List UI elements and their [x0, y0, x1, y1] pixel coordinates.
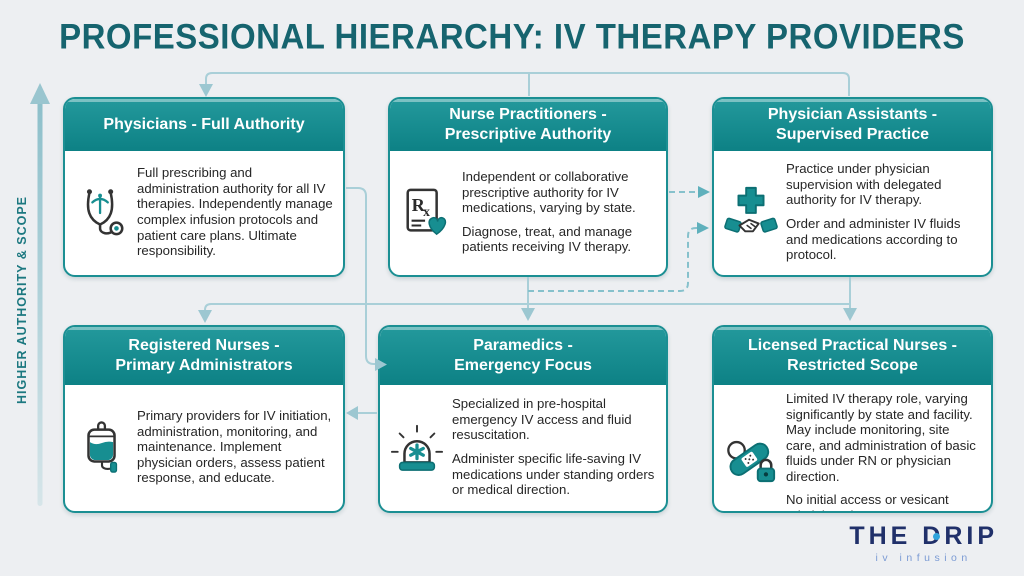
card-header-registered-nurses: Registered Nurses - Primary Administrato…	[65, 327, 343, 385]
card-title: Physician Assistants - Supervised Practi…	[767, 106, 938, 143]
dashed-arrowhead-into-pa-upper	[698, 186, 710, 198]
authority-axis-arrow-shaft	[37, 97, 43, 506]
paragraph: Primary providers for IV initiation, adm…	[137, 408, 332, 486]
brand-logo: THE DRIP iv infusion	[849, 524, 998, 565]
card-description: Limited IV therapy role, varying signifi…	[786, 391, 981, 511]
card-description: Primary providers for IV initiation, adm…	[137, 408, 333, 486]
paragraph: Diagnose, treat, and manage patients rec…	[462, 223, 633, 255]
card-description: Independent or collaborative prescriptiv…	[462, 169, 656, 255]
arrowhead-into-rn-right	[346, 406, 358, 420]
card-description: Full prescribing and administration auth…	[137, 165, 333, 258]
provider-card-physicians: Physicians - Full Authority Full prescri…	[63, 97, 345, 277]
stethoscope-caduceus-icon	[71, 185, 133, 239]
card-header-physicians: Physicians - Full Authority	[65, 99, 343, 151]
paragraph: Administer specific life-saving IV medic…	[452, 451, 655, 498]
paragraph: Full prescribing and administration auth…	[137, 165, 333, 259]
svg-text:x: x	[423, 204, 430, 219]
iv-bag-icon	[71, 420, 133, 474]
card-body: Specialized in pre-hospital emergency IV…	[380, 385, 666, 511]
paragraph: No initial access or vesicant administra…	[786, 492, 949, 511]
card-header-nurse-practitioners: Nurse Practitioners - Prescriptive Autho…	[390, 99, 666, 151]
emergency-siren-icon	[386, 420, 448, 474]
card-title: Licensed Practical Nurses - Restricted S…	[748, 337, 957, 374]
connector-physicians-to-paramedics	[346, 187, 376, 365]
infographic-title: PROFESSIONAL HIERARCHY: IV THERAPY PROVI…	[59, 16, 965, 57]
authority-axis-arrow-head	[30, 83, 50, 104]
drip-dot-icon	[932, 532, 940, 540]
card-body: R x Independent or collaborative prescri…	[390, 151, 666, 275]
card-title: Nurse Practitioners - Prescriptive Autho…	[444, 106, 612, 143]
brand-tagline: iv infusion	[875, 552, 972, 564]
provider-card-physician-assistants: Physician Assistants - Supervised Practi…	[712, 97, 993, 277]
axis-label: HIGHER AUTHORITY & SCOPE	[15, 195, 29, 405]
connector-row2-bracket	[204, 303, 850, 312]
card-header-lpn: Licensed Practical Nurses - Restricted S…	[714, 327, 991, 385]
paragraph: Order and administer IV fluids and medic…	[786, 216, 961, 263]
paragraph: Specialized in pre-hospital emergency IV…	[452, 396, 632, 443]
card-body: Limited IV therapy role, varying signifi…	[714, 385, 991, 511]
dashed-arrowhead-into-pa-lower	[697, 222, 709, 234]
provider-card-registered-nurses: Registered Nurses - Primary Administrato…	[63, 325, 345, 513]
paragraph: Practice under physician supervision wit…	[786, 161, 942, 208]
card-header-physician-assistants: Physician Assistants - Supervised Practi…	[714, 99, 991, 151]
paragraph: Independent or collaborative prescriptiv…	[462, 169, 636, 216]
card-body: Full prescribing and administration auth…	[65, 151, 343, 275]
brand-name: THE DRIP	[849, 522, 998, 550]
arrowhead-into-physicians	[199, 84, 213, 97]
paragraph: Limited IV therapy role, varying signifi…	[786, 391, 976, 484]
card-description: Specialized in pre-hospital emergency IV…	[452, 396, 656, 497]
card-title: Physicians - Full Authority	[103, 116, 305, 134]
brand-logo-wordmark: THE DRIP	[849, 524, 998, 549]
card-title: Paramedics - Emergency Focus	[454, 337, 592, 374]
provider-card-licensed-practical-nurses: Licensed Practical Nurses - Restricted S…	[712, 325, 993, 513]
arrowhead-into-lpn	[843, 308, 857, 321]
card-description: Practice under physician supervision wit…	[786, 161, 981, 262]
card-header-paramedics: Paramedics - Emergency Focus	[380, 327, 666, 385]
svg-text:R: R	[412, 195, 426, 215]
arrowhead-into-paramedics-top	[521, 308, 535, 321]
connector-top-bracket	[205, 72, 850, 96]
bandage-lock-icon	[720, 430, 782, 484]
rx-prescription-heart-icon: R x	[396, 185, 458, 239]
card-body: Primary providers for IV initiation, adm…	[65, 385, 343, 511]
arrowhead-into-rn	[198, 310, 212, 323]
provider-card-nurse-practitioners: Nurse Practitioners - Prescriptive Autho…	[388, 97, 668, 277]
card-title: Registered Nurses - Primary Administrato…	[115, 337, 293, 374]
provider-card-paramedics: Paramedics - Emergency Focus Specialized…	[378, 325, 668, 513]
cross-handshake-icon	[720, 185, 782, 239]
card-body: Practice under physician supervision wit…	[714, 151, 991, 275]
